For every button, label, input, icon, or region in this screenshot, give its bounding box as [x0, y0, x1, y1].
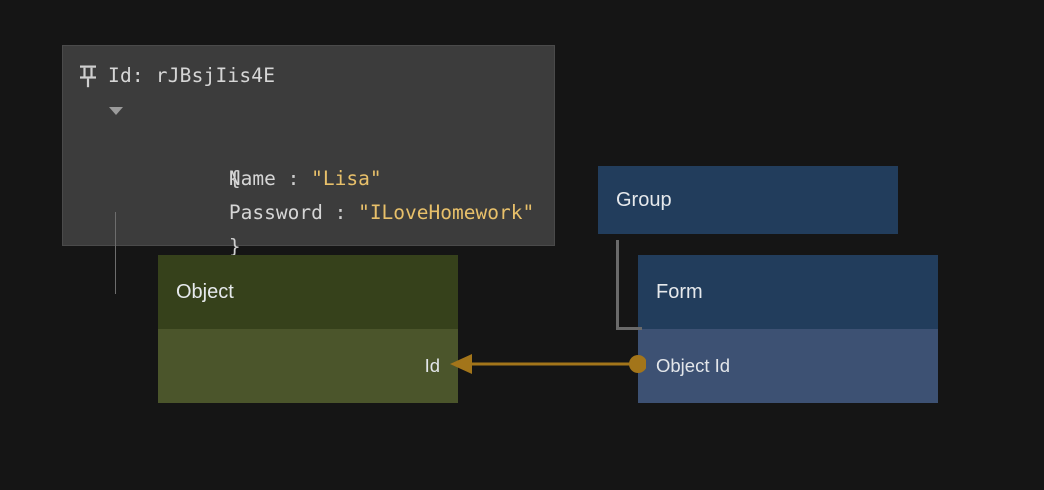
- json-open-brace-line[interactable]: {: [109, 94, 554, 190]
- chevron-down-icon[interactable]: [109, 107, 123, 115]
- node-form-field-label: Object Id: [656, 355, 731, 376]
- json-separator: :: [275, 167, 312, 190]
- json-key: Password: [228, 201, 323, 224]
- node-group-header[interactable]: Group: [598, 166, 898, 234]
- connector-vertical-segment: [616, 240, 619, 330]
- connector-horizontal-segment: [616, 327, 642, 330]
- json-open-brace: {: [228, 167, 241, 190]
- node-object-header[interactable]: Object: [158, 255, 458, 329]
- inspector-title: Id: rJBsjIis4E: [108, 63, 276, 87]
- node-form[interactable]: Form Object Id: [638, 255, 938, 403]
- node-object-field-label: Id: [424, 355, 440, 376]
- json-property-row: Name : "Lisa": [109, 128, 554, 190]
- node-object[interactable]: Object Id: [158, 255, 458, 403]
- json-close-brace-line: }: [109, 196, 554, 258]
- node-form-field-object-id[interactable]: Object Id: [638, 329, 938, 403]
- indent-guide: [115, 212, 116, 294]
- node-object-field-id[interactable]: Id: [158, 329, 458, 403]
- inspector-json-body: { Name : "Lisa" Password : "ILoveHomewor…: [63, 94, 554, 294]
- connector-object-id-to-id[interactable]: [448, 348, 647, 380]
- json-value: "Lisa": [311, 167, 382, 190]
- arrowhead-icon: [450, 354, 472, 374]
- node-group-title: Group: [616, 188, 672, 211]
- json-property-row: Password : "ILoveHomework": [109, 162, 554, 224]
- inspector-title-row: Id: rJBsjIis4E: [63, 46, 554, 94]
- json-key: Name: [228, 167, 276, 190]
- node-object-title: Object: [176, 280, 234, 303]
- pin-icon[interactable]: [77, 63, 99, 89]
- connector-group-to-form: [616, 240, 642, 332]
- node-form-title: Form: [656, 280, 703, 303]
- node-form-header[interactable]: Form: [638, 255, 938, 329]
- connector-endpoint-dot: [629, 355, 647, 373]
- json-close-brace: }: [228, 235, 241, 258]
- json-value: "ILoveHomework": [358, 201, 535, 224]
- json-separator: :: [322, 201, 359, 224]
- json-inspector-panel[interactable]: Id: rJBsjIis4E { Name : "Lisa" Password …: [62, 45, 555, 294]
- node-group[interactable]: Group: [598, 166, 898, 234]
